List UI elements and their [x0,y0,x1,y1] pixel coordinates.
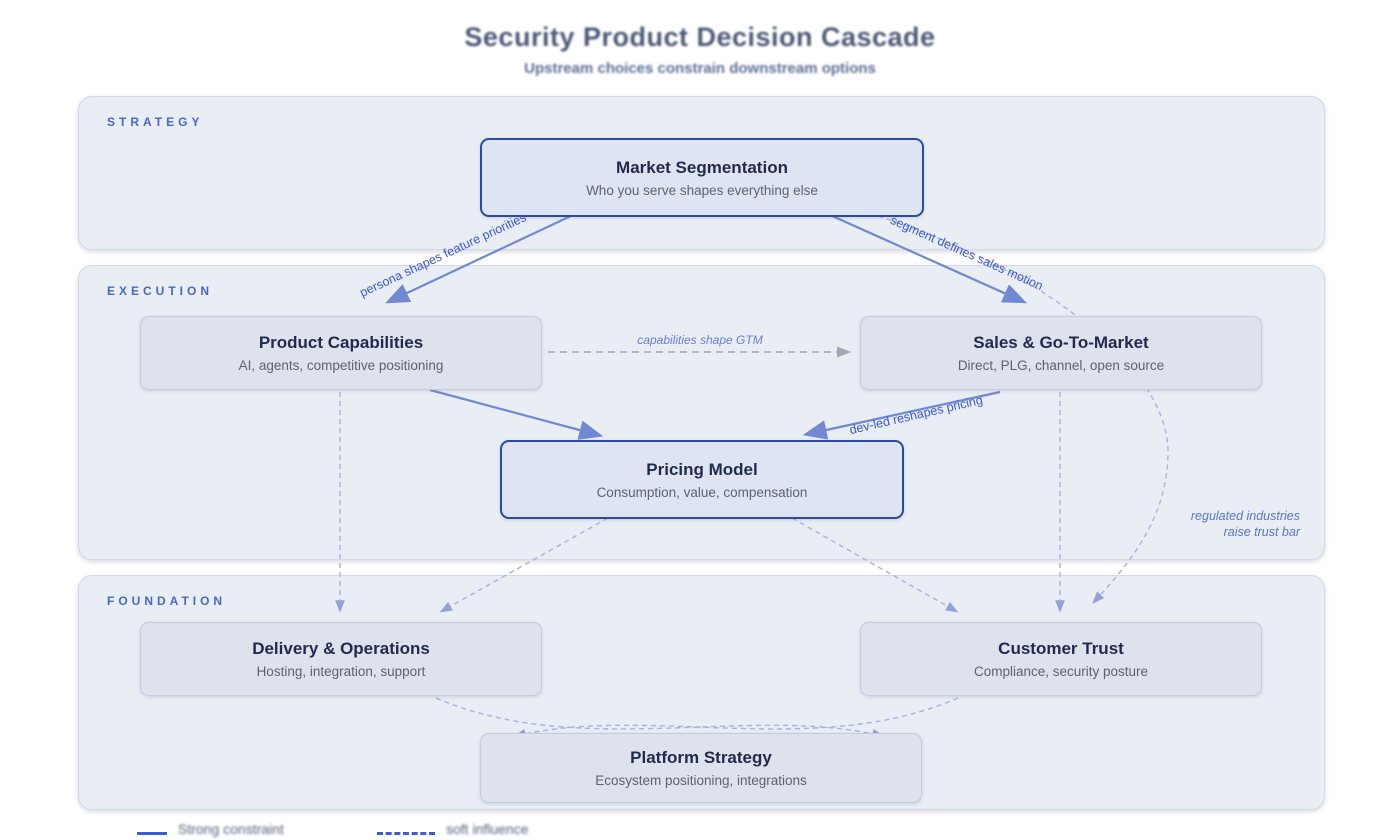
edge-segmentation-to-capabilities [385,214,574,304]
edge-label-regulated-line1: regulated industries [1190,509,1300,523]
page-subtitle: Upstream choices constrain downstream op… [524,60,876,77]
edge-segmentation-to-trust-regulated [877,215,1169,605]
node-market-segmentation-subtitle: Who you serve shapes everything else [586,182,818,198]
node-delivery-operations-subtitle: Hosting, integration, support [256,664,426,679]
node-sales-gtm: Sales & Go-To-Market Direct, PLG, channe… [860,316,1262,390]
node-market-segmentation-title: Market Segmentation [616,157,788,177]
edge-pricing-to-trust [791,517,959,613]
legend-dashed-label: soft influence [446,821,529,837]
edge-segmentation-to-sales [829,213,1028,304]
node-sales-gtm-subtitle: Direct, PLG, channel, open source [957,358,1165,373]
node-delivery-operations: Delivery & Operations Hosting, integrati… [140,622,542,696]
node-product-capabilities-subtitle: AI, agents, competitive positioning [238,358,444,373]
legend-item-soft-influence: soft influence [377,821,529,837]
node-pricing-model: Pricing Model Consumption, value, compen… [500,440,904,519]
node-customer-trust-title: Customer Trust [998,639,1124,658]
section-execution-label: EXECUTION [107,284,214,298]
edge-label-capabilities: capabilities shape GTM [637,333,763,347]
node-product-capabilities: Product Capabilities AI, agents, competi… [140,316,542,390]
section-strategy-label: STRATEGY [107,115,204,129]
edge-delivery-to-platform [435,697,885,739]
node-pricing-model-subtitle: Consumption, value, compensation [596,484,808,500]
node-sales-gtm-title: Sales & Go-To-Market [973,333,1149,352]
node-delivery-operations-title: Delivery & Operations [252,639,430,658]
legend-solid-label: Strong constraint [178,821,284,837]
legend: Strong constraint soft influence [0,821,1400,840]
page-title: Security Product Decision Cascade [464,22,936,52]
legend-dashed-line-swatch [377,831,435,835]
node-customer-trust-subtitle: Compliance, security posture [973,664,1149,679]
node-platform-strategy-title: Platform Strategy [630,748,772,767]
node-product-capabilities-title: Product Capabilities [258,333,424,352]
edge-trust-to-platform [513,697,959,739]
node-pricing-model-title: Pricing Model [646,459,758,479]
node-market-segmentation: Market Segmentation Who you serve shapes… [480,138,924,217]
legend-item-strong-constraint: Strong constraint [137,821,284,837]
edge-sales-to-pricing [802,390,1001,440]
node-platform-strategy-subtitle: Ecosystem positioning, integrations [595,773,807,788]
node-customer-trust: Customer Trust Compliance, security post… [860,622,1262,696]
edge-label-regulated: regulated industries raise trust bar [1040,508,1300,540]
section-foundation-label: FOUNDATION [107,594,227,608]
edge-pricing-to-delivery [439,517,609,613]
legend-solid-line-swatch [137,831,167,835]
edge-label-regulated-line2: raise trust bar [1223,525,1300,539]
edge-capabilities-to-pricing [429,388,604,440]
node-platform-strategy: Platform Strategy Ecosystem positioning,… [480,733,922,803]
